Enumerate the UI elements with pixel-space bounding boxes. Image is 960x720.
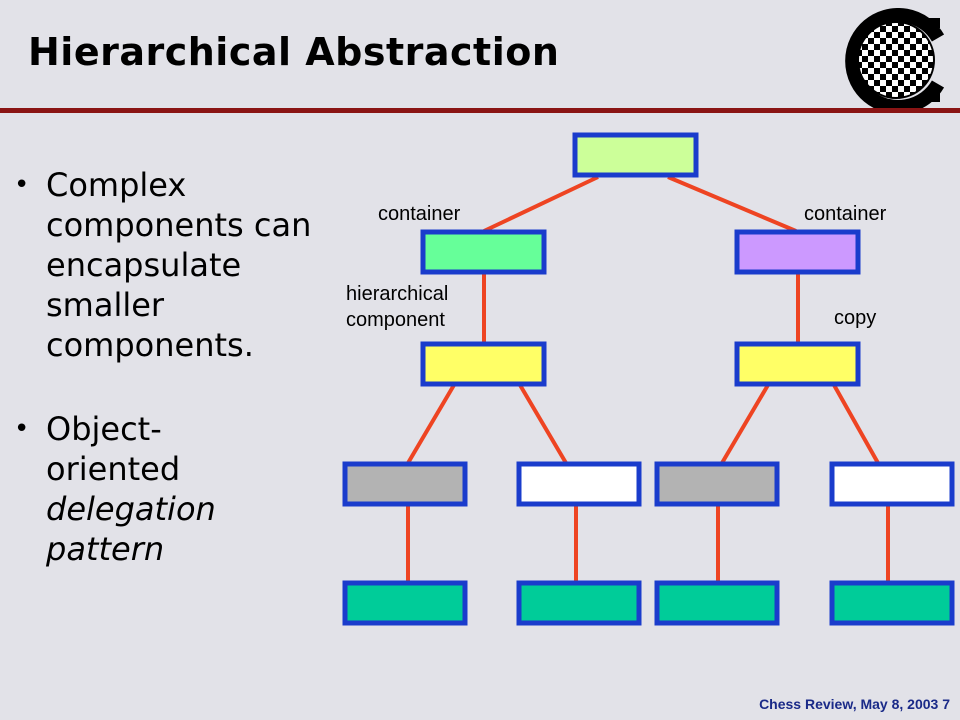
title-divider — [0, 108, 960, 113]
bullet-list: • Complex components can encapsulate sma… — [8, 165, 328, 569]
leaf-white-node — [516, 461, 642, 507]
leaf-gray-node — [342, 461, 468, 507]
top-container-node — [572, 132, 699, 178]
bullet-item: • Complex components can encapsulate sma… — [8, 165, 328, 365]
bullet-text-line: Object- — [46, 410, 162, 448]
copy-label: copy — [834, 307, 877, 329]
leaf-teal-node — [342, 580, 468, 626]
hierarchical-component-label: hierarchical component — [346, 281, 448, 333]
bullet-text-line-italic: delegation — [46, 490, 216, 528]
bullet-text-line-italic: pattern — [46, 530, 165, 568]
hierarchical-label-line: component — [346, 309, 445, 331]
hierarchy-diagram: container container hierarchical compone… — [330, 125, 960, 635]
hierarchical-component-node — [420, 341, 547, 387]
copy-component-node — [734, 341, 861, 387]
leaf-white-node — [829, 461, 955, 507]
bullet-dot-icon: • — [14, 414, 30, 444]
edge — [667, 175, 797, 233]
slide-footer: Chess Review, May 8, 2003 7 — [759, 696, 950, 712]
slide-title: Hierarchical Abstraction — [28, 30, 560, 74]
edge — [483, 175, 599, 233]
left-container-node — [420, 229, 547, 275]
leaf-teal-node — [654, 580, 780, 626]
edge — [518, 383, 568, 465]
chess-logo-icon — [845, 8, 945, 108]
diagram-edges — [406, 175, 890, 581]
edge — [832, 384, 880, 464]
bullet-item: • Object- oriented delegation pattern — [8, 409, 328, 569]
leaf-teal-node — [829, 580, 955, 626]
bullet-text: Complex components can encapsulate small… — [46, 166, 312, 364]
edge — [720, 383, 770, 465]
container-label-right: container — [804, 203, 887, 225]
container-label-left: container — [378, 203, 461, 225]
bullet-dot-icon: • — [14, 170, 30, 200]
edge — [406, 383, 456, 465]
leaf-teal-node — [516, 580, 642, 626]
leaf-gray-node — [654, 461, 780, 507]
hierarchy-diagram-svg — [342, 132, 955, 626]
right-container-node — [734, 229, 861, 275]
hierarchical-label-line: hierarchical — [346, 283, 449, 305]
bullet-text-line: oriented — [46, 450, 181, 488]
